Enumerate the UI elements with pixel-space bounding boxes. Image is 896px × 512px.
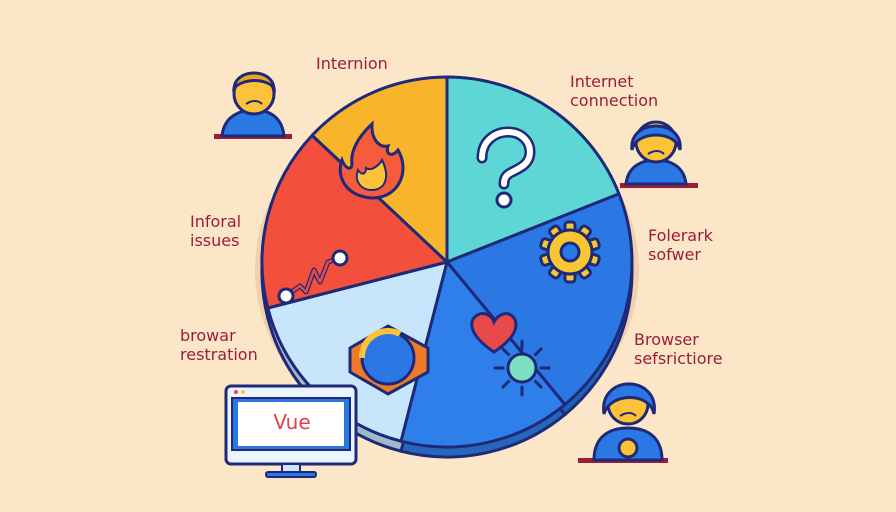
trend-icon xyxy=(277,249,349,305)
slice-label: Internion xyxy=(316,54,388,73)
worried-person-icon xyxy=(620,120,698,188)
slice-label-line: connection xyxy=(570,91,659,110)
monitor-icon xyxy=(224,384,358,478)
question-icon xyxy=(476,126,536,209)
pie-slice xyxy=(260,133,449,310)
flame-icon xyxy=(338,120,405,200)
slice-label-line: sefsrictiore xyxy=(634,349,723,368)
slice-label-line: Internion xyxy=(316,54,388,73)
heart-icon xyxy=(470,312,518,354)
chrome-icon xyxy=(348,324,430,396)
worried-person-icon xyxy=(578,382,668,463)
pie-slice xyxy=(445,75,621,264)
slice-label-line: Internet xyxy=(570,72,634,91)
slice-label-line: browar xyxy=(180,326,236,345)
slice-label-line: restration xyxy=(180,345,258,364)
gear-icon xyxy=(539,220,601,284)
slice-label-line: issues xyxy=(190,231,240,250)
worried-person-icon xyxy=(214,71,292,139)
pie-slice xyxy=(399,260,567,449)
slice-label-line: Browser xyxy=(634,330,699,349)
sun-icon xyxy=(493,339,551,397)
slice-label-line: Inforal xyxy=(190,212,242,231)
slice-label-line: sofwer xyxy=(648,245,701,264)
slice-label-line: Folerark xyxy=(648,226,713,245)
monitor-text: Vue xyxy=(273,410,311,434)
